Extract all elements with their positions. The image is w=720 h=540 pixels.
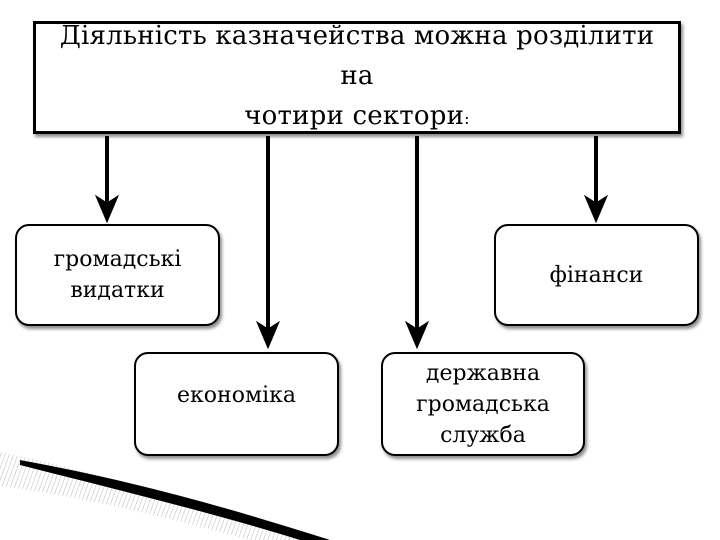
sector-civil-service-line-2: громадська (416, 391, 550, 417)
sector-civil-service: державна громадська служба (381, 352, 585, 456)
sector-finance: фінанси (494, 224, 699, 326)
sector-economy: економіка (134, 352, 339, 456)
sector-civil-service-line-1: державна (425, 360, 541, 386)
sector-finance-line-1: фінанси (549, 262, 644, 288)
sector-economy-line-1: економіка (177, 383, 296, 408)
arrow-head-finance (583, 194, 609, 224)
sector-public-spending: громадські видатки (15, 224, 220, 326)
title-line-2-text: чотири сектори (244, 101, 465, 131)
title-colon: : (464, 109, 470, 128)
sector-public-spending-line-2: видатки (70, 278, 165, 303)
title-line-2: чотири сектори: (48, 96, 666, 139)
title-box: Діяльність казначейства можна розділити … (33, 21, 681, 134)
title-text: Діяльність казначейства можна розділити … (36, 16, 678, 139)
sector-civil-service-line-3: служба (440, 422, 526, 448)
sector-public-spending-line-1: громадські (53, 247, 182, 272)
title-line-1: Діяльність казначейства можна розділити … (59, 21, 655, 91)
arrow-head-public-spending (94, 194, 120, 224)
arrow-head-economy (255, 320, 281, 350)
arrow-head-civil-service (404, 320, 430, 350)
